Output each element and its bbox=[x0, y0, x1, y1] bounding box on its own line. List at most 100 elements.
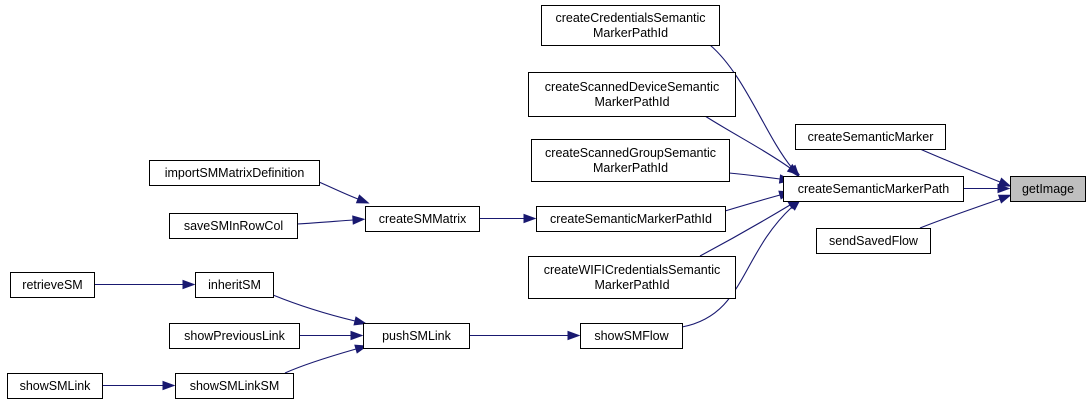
node-label: showSMLinkSM bbox=[190, 379, 280, 393]
node-box bbox=[10, 272, 95, 298]
node-box bbox=[365, 206, 480, 232]
node-label: MarkerPathId bbox=[593, 161, 668, 175]
edge-line bbox=[284, 348, 357, 374]
node-create-semantic-marker-path-id[interactable]: createSemanticMarkerPathId bbox=[536, 206, 726, 232]
node-show-sm-flow[interactable]: showSMFlow bbox=[580, 323, 683, 349]
node-label: MarkerPathId bbox=[594, 278, 669, 292]
node-box bbox=[169, 323, 300, 349]
edge-create-semantic-marker-path-id-to-create-semantic-marker-path bbox=[724, 190, 793, 212]
edge-line bbox=[919, 198, 1001, 229]
node-box bbox=[7, 373, 103, 399]
node-label: importSMMatrixDefinition bbox=[165, 166, 305, 180]
arrowhead bbox=[352, 215, 366, 225]
node-label: showSMLink bbox=[20, 379, 92, 393]
node-create-semantic-marker-path[interactable]: createSemanticMarkerPath bbox=[783, 176, 964, 202]
arrowhead bbox=[997, 177, 1012, 187]
edge-create-sm-matrix-to-create-semantic-marker-path-id bbox=[479, 213, 537, 224]
edge-save-sm-in-row-col-to-create-sm-matrix bbox=[296, 215, 366, 225]
node-label: createSemanticMarker bbox=[808, 130, 934, 144]
edge-import-sm-matrix-definition-to-create-sm-matrix bbox=[318, 181, 370, 204]
edge-create-scanned-device-semantic-marker-path-id-to-create-semantic-marker-path bbox=[704, 115, 801, 176]
edge-line bbox=[699, 204, 791, 257]
node-box bbox=[528, 72, 736, 117]
node-box bbox=[195, 272, 274, 298]
node-box bbox=[531, 139, 730, 182]
edge-push-sm-link-to-show-sm-flow bbox=[469, 330, 581, 341]
edge-send-saved-flow-to-get-image bbox=[919, 194, 1012, 229]
edge-line bbox=[272, 294, 356, 322]
edge-retrieve-sm-to-inherit-sm bbox=[94, 279, 196, 290]
node-import-sm-matrix-definition[interactable]: importSMMatrixDefinition bbox=[149, 160, 320, 186]
node-label: createWIFICredentialsSemantic bbox=[544, 263, 720, 277]
edge-line bbox=[709, 44, 793, 169]
edge-create-scanned-group-semantic-marker-path-id-to-create-semantic-marker-path bbox=[728, 172, 793, 184]
edge-line bbox=[704, 115, 791, 169]
node-label: createScannedGroupSemantic bbox=[545, 146, 716, 160]
edge-layer bbox=[94, 44, 1012, 391]
node-label: showSMFlow bbox=[594, 329, 669, 343]
edge-line bbox=[724, 194, 781, 212]
edge-line bbox=[318, 181, 359, 200]
node-show-sm-link-sm[interactable]: showSMLinkSM bbox=[175, 373, 294, 399]
arrowhead bbox=[567, 330, 581, 341]
node-box bbox=[541, 5, 720, 46]
node-label: pushSMLink bbox=[382, 329, 452, 343]
node-inherit-sm[interactable]: inheritSM bbox=[195, 272, 274, 298]
node-label: retrieveSM bbox=[22, 278, 82, 292]
arrowhead bbox=[786, 163, 801, 176]
node-box bbox=[536, 206, 726, 232]
edge-line bbox=[919, 148, 1001, 183]
arrowhead bbox=[162, 380, 176, 391]
edge-line bbox=[728, 172, 781, 180]
node-create-semantic-marker[interactable]: createSemanticMarker bbox=[795, 124, 946, 150]
edge-show-sm-link-sm-to-push-sm-link bbox=[284, 344, 368, 374]
edge-show-sm-link-to-show-sm-link-sm bbox=[102, 380, 176, 391]
node-get-image[interactable]: getImage bbox=[1010, 176, 1086, 202]
node-create-wifi-credentials-semantic-marker-path-id[interactable]: createWIFICredentialsSemanticMarkerPathI… bbox=[528, 256, 736, 299]
node-send-saved-flow[interactable]: sendSavedFlow bbox=[816, 228, 931, 254]
arrowhead bbox=[523, 213, 537, 224]
edge-create-semantic-marker-path-to-get-image bbox=[963, 183, 1011, 194]
node-label: saveSMInRowCol bbox=[184, 219, 283, 233]
node-retrieve-sm[interactable]: retrieveSM bbox=[10, 272, 95, 298]
node-label: createScannedDeviceSemantic bbox=[545, 80, 719, 94]
node-label: MarkerPathId bbox=[593, 26, 668, 40]
arrowhead bbox=[355, 194, 370, 204]
node-show-previous-link[interactable]: showPreviousLink bbox=[169, 323, 300, 349]
node-label: showPreviousLink bbox=[184, 329, 285, 343]
arrowhead bbox=[182, 279, 196, 290]
node-box bbox=[1010, 176, 1086, 202]
node-box bbox=[363, 323, 470, 349]
edge-line bbox=[296, 219, 354, 225]
node-label: createCredentialsSemantic bbox=[555, 11, 705, 25]
node-push-sm-link[interactable]: pushSMLink bbox=[363, 323, 470, 349]
node-label: createSemanticMarkerPathId bbox=[550, 212, 712, 226]
node-label: sendSavedFlow bbox=[829, 234, 919, 248]
arrowhead bbox=[997, 194, 1012, 204]
arrowhead bbox=[353, 316, 368, 326]
edge-create-semantic-marker-to-get-image bbox=[919, 148, 1012, 187]
node-box bbox=[816, 228, 931, 254]
node-create-sm-matrix[interactable]: createSMMatrix bbox=[365, 206, 480, 232]
arrowhead bbox=[997, 183, 1011, 194]
arrowhead bbox=[350, 330, 364, 341]
node-box bbox=[169, 213, 298, 239]
node-box bbox=[580, 323, 683, 349]
node-box bbox=[795, 124, 946, 150]
node-layer: getImage createSemanticMarkerPath createSe… bbox=[7, 5, 1086, 399]
node-label: inheritSM bbox=[208, 278, 261, 292]
node-label: createSMMatrix bbox=[379, 212, 467, 226]
node-show-sm-link[interactable]: showSMLink bbox=[7, 373, 103, 399]
node-label: getImage bbox=[1022, 182, 1074, 196]
node-box bbox=[528, 256, 736, 299]
node-box bbox=[149, 160, 320, 186]
node-box bbox=[175, 373, 294, 399]
node-label: createSemanticMarkerPath bbox=[798, 182, 950, 196]
node-save-sm-in-row-col[interactable]: saveSMInRowCol bbox=[169, 213, 298, 239]
edge-inherit-sm-to-push-sm-link bbox=[272, 294, 368, 326]
edge-line bbox=[681, 206, 793, 328]
